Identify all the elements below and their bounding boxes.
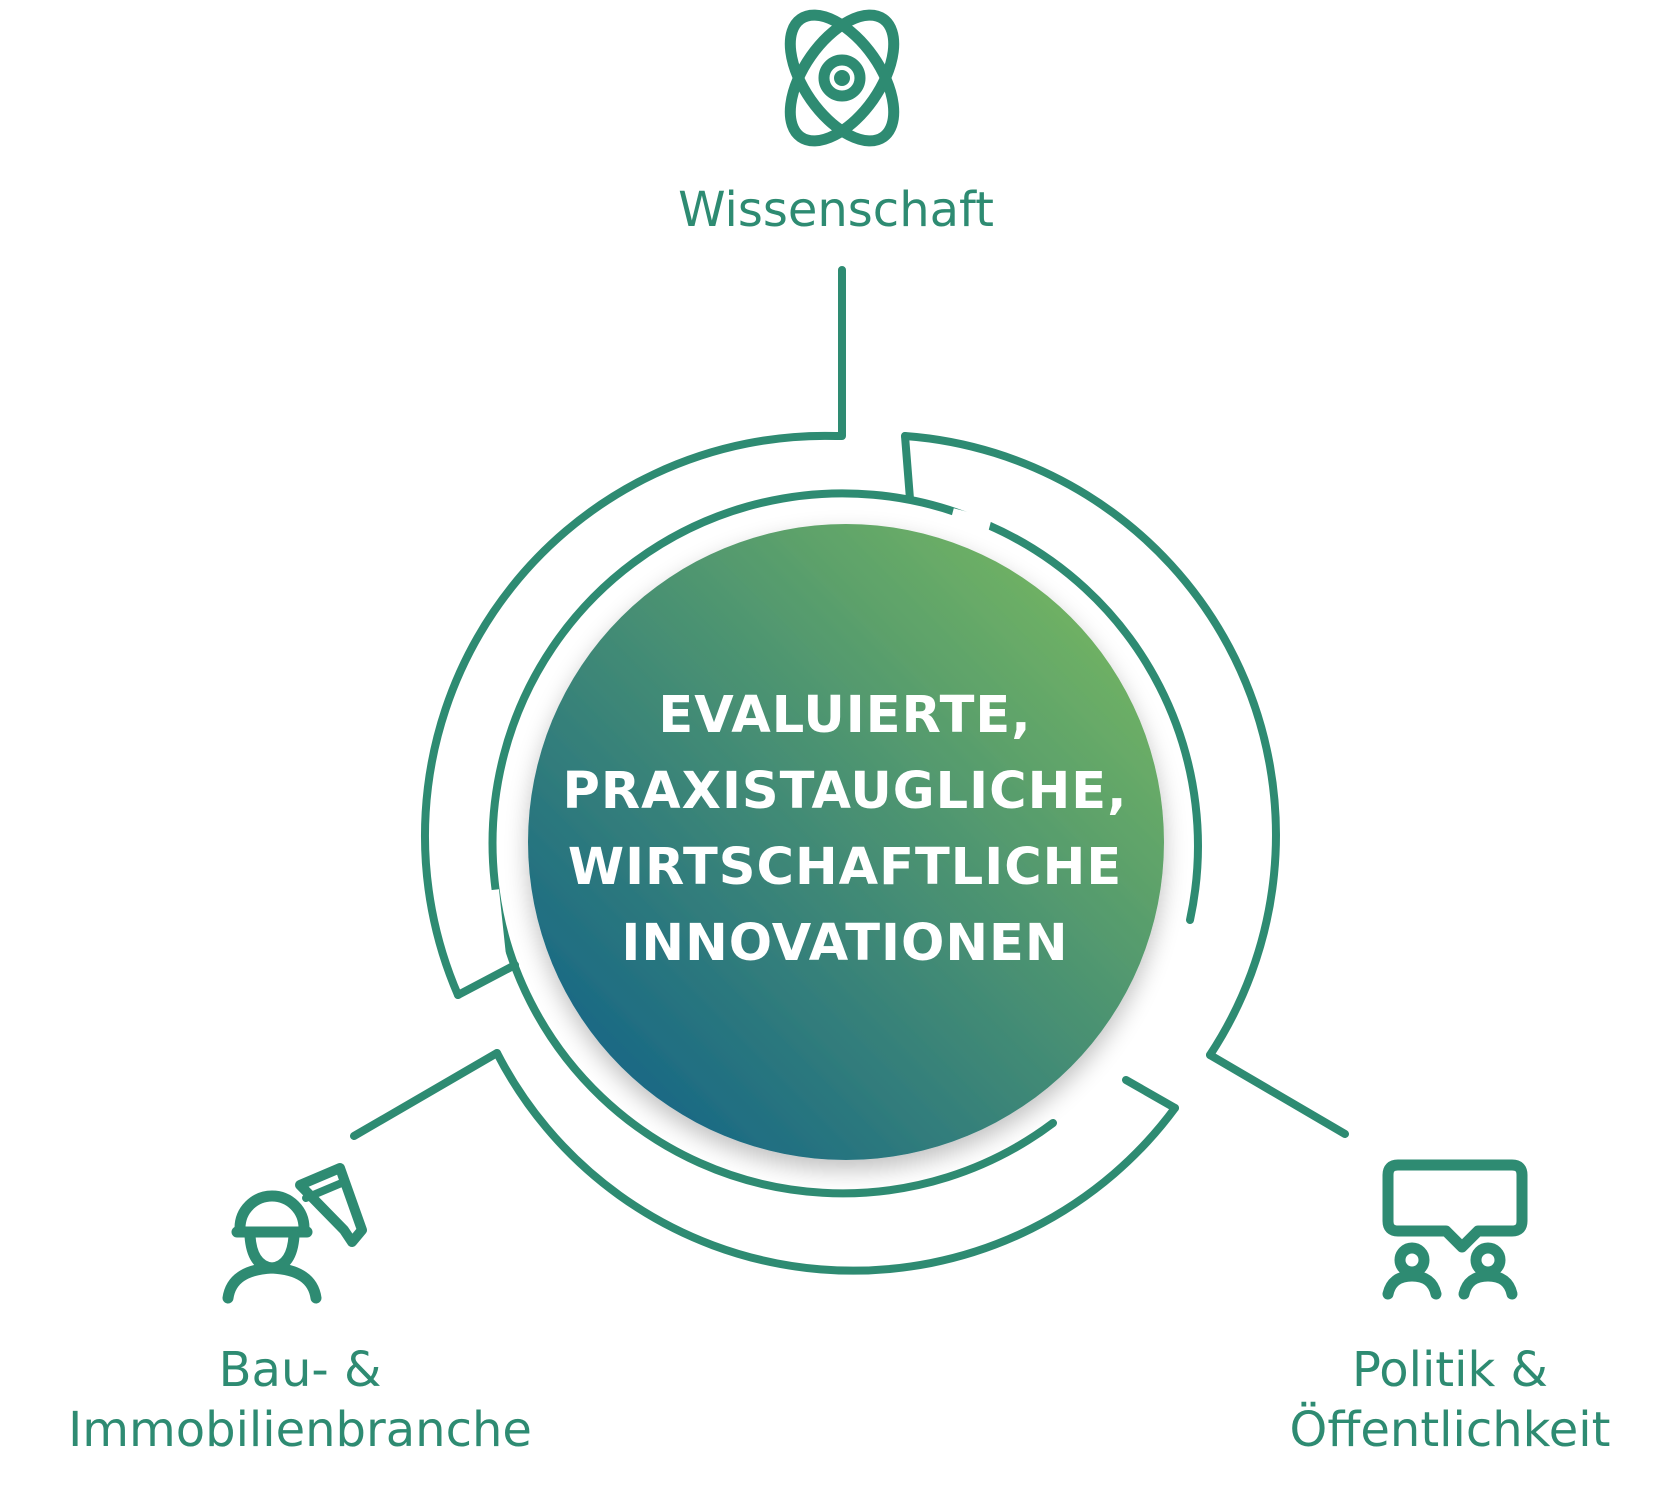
label-wissenschaft: Wissenschaft	[678, 182, 994, 238]
label-politik-oeffentlichkeit: Politik & Öffentlichkeit	[1240, 1340, 1660, 1460]
outer-ring-right-arc	[901, 432, 1280, 1059]
outer-ring-bottom-arc	[493, 1049, 1179, 1275]
connector-top	[832, 266, 846, 440]
people-speech-bubble-icon	[1382, 1159, 1528, 1300]
label-bau-immobilienbranche: Bau- & Immobilienbranche	[20, 1340, 580, 1460]
connector-left	[350, 1049, 501, 1140]
label-right-line-2: Öffentlichkeit	[1289, 1402, 1611, 1458]
center-text-line-4: INNOVATIONEN	[621, 914, 1069, 973]
outer-ring-notch-top	[901, 432, 914, 503]
inner-arc-right	[984, 521, 1202, 924]
atom-icon	[784, 9, 900, 147]
outer-ring-notch-left	[454, 961, 519, 999]
inner-arc-gap-left	[485, 889, 507, 966]
center-circle	[528, 524, 1164, 1160]
center-text: EVALUIERTE, PRAXISTAUGLICHE, WIRTSCHAFTL…	[520, 678, 1170, 982]
center-text-line-2: PRAXISTAUGLICHE,	[562, 762, 1128, 821]
inner-arc-gap-top	[950, 508, 992, 532]
outer-ring-notch-right	[1122, 1076, 1179, 1112]
outer-ring-left-arc	[420, 431, 840, 999]
center-text-line-1: EVALUIERTE,	[658, 686, 1032, 745]
label-left-line-2: Immobilienbranche	[68, 1402, 532, 1458]
inner-arc-left	[488, 489, 1057, 1198]
label-right-line-1: Politik &	[1352, 1342, 1548, 1398]
label-left-line-1: Bau- &	[218, 1342, 382, 1398]
construction-worker-pencil-icon	[222, 1163, 367, 1304]
connector-right	[1206, 1051, 1349, 1138]
center-text-line-3: WIRTSCHAFTLICHE	[567, 838, 1123, 897]
